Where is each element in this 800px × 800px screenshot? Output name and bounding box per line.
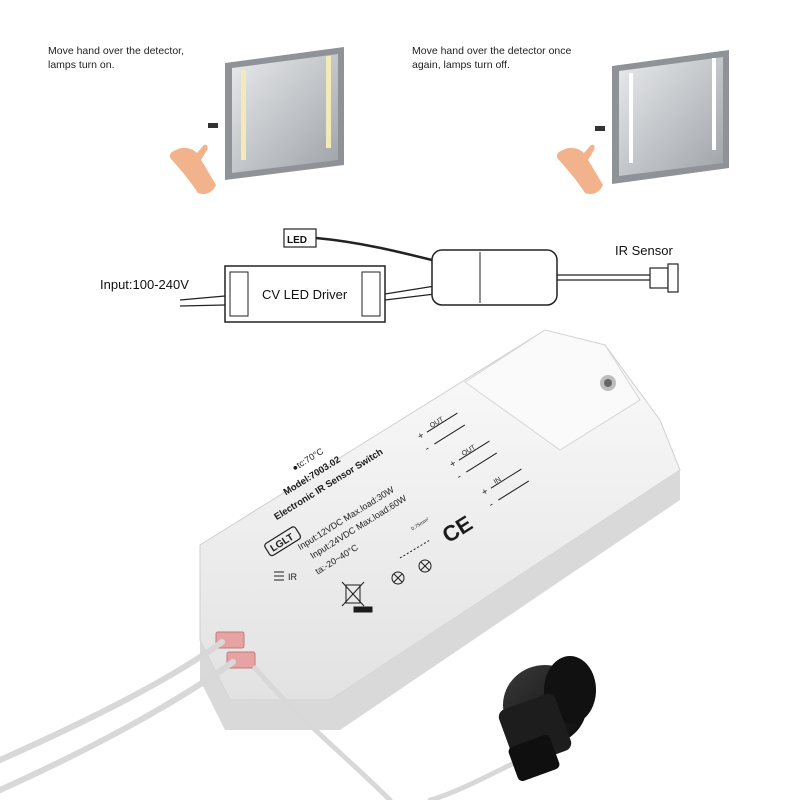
step-2-caption: Move hand over the detector once again, … [412, 44, 571, 72]
mirror-lamps-off [556, 50, 729, 195]
hand-icon [169, 144, 216, 195]
weee-cross [341, 581, 365, 607]
hand-icon [556, 144, 603, 195]
switch-device [199, 329, 681, 730]
out2-minus: - [455, 471, 464, 482]
ir-mark: IR [274, 571, 298, 582]
wiring-diagram [179, 228, 679, 323]
switch-box [431, 249, 558, 306]
sensor-lead [427, 757, 523, 800]
sensor-clip [508, 734, 560, 782]
screw-hole-center [604, 379, 612, 387]
in-label: IN [493, 476, 503, 486]
driver-label: CV LED Driver [262, 287, 348, 302]
lamp-strip-right-on [326, 56, 331, 148]
lamp-strip-left-on [241, 70, 246, 160]
step-1-caption: Move hand over the detector, lamps turn … [48, 44, 184, 72]
out2-plus: + [448, 458, 459, 471]
mirror-glass [619, 57, 723, 176]
driver-output-wire [384, 293, 436, 301]
led-label: LED [287, 235, 307, 246]
input-label: Input:100-240V [100, 277, 189, 292]
ir-mark-label: IR [288, 572, 298, 582]
output-cable [0, 659, 236, 793]
in-minus: - [487, 499, 496, 510]
device-cables [0, 639, 523, 800]
sensor-lead [252, 665, 393, 800]
driver-endcap-left [229, 271, 249, 317]
step-1-caption-line-2: lamps turn on. [48, 59, 115, 71]
case-raised-section [464, 329, 641, 451]
lamp-strip-right-off [712, 58, 716, 150]
in-plus: + [480, 486, 491, 499]
input-wire [179, 295, 226, 301]
compliance-symbols [341, 539, 432, 613]
step-2-caption-line-1: Move hand over the detector once [412, 45, 572, 57]
driver-output-wire [384, 285, 436, 295]
out1-plus: + [416, 430, 427, 443]
ir-sensor-body [649, 267, 669, 289]
sensor-label: IR Sensor [615, 243, 673, 258]
driver-endcap-right [361, 271, 381, 317]
detector-icon [208, 123, 218, 128]
surface-mount-icon [399, 539, 431, 559]
step-2-caption-line-2: again, lamps turn off. [412, 59, 510, 71]
detector-icon [595, 126, 605, 131]
weee-bar [353, 606, 373, 613]
mirror-glass [232, 54, 338, 173]
output-cable [0, 639, 225, 763]
ir-sensor-product [498, 656, 596, 782]
case-side [200, 470, 680, 730]
led-wire [315, 236, 441, 264]
brand-logo-frame [264, 526, 302, 557]
weee-bin-icon [345, 584, 361, 604]
input-wire [179, 304, 226, 307]
step-1-caption-line-1: Move hand over the detector, [48, 45, 185, 57]
mirror-lamps-on [169, 47, 344, 195]
out1-minus: - [423, 443, 432, 454]
ir-sensor-head [667, 263, 679, 293]
lamp-symbol-icon [418, 559, 432, 573]
lamp-strip-left-off [629, 73, 633, 163]
lamp-symbol-icon [391, 571, 405, 585]
